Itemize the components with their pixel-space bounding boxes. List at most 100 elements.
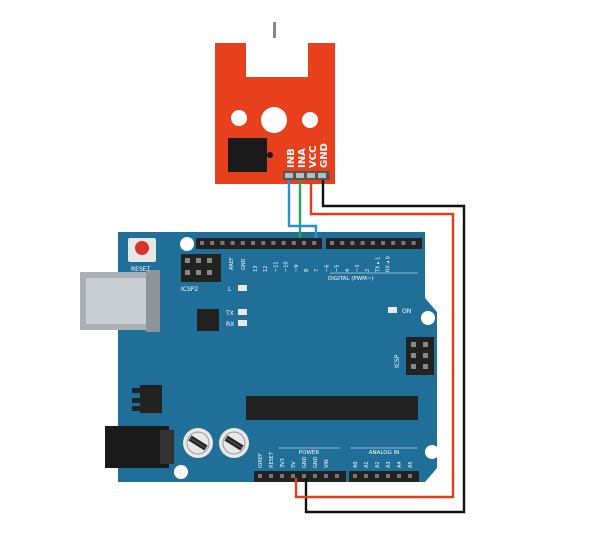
mount-hole-left [231, 110, 247, 126]
analog-pin-label: A5 [408, 461, 414, 468]
led-l [238, 285, 247, 291]
power-header-pin [269, 474, 273, 478]
icsp2-label: ICSP2 [181, 286, 198, 293]
mount-hole-right [302, 112, 318, 128]
wires [287, 180, 466, 514]
power-header-pin [335, 474, 339, 478]
digital-pin-label: ~3 [355, 265, 361, 272]
wire-gnd-black [304, 180, 466, 514]
reset-button-cap[interactable] [135, 241, 149, 255]
digital-pin-label: ~9 [294, 265, 300, 272]
analog-header-pin [397, 474, 401, 478]
analog-header-pin [408, 474, 412, 478]
analog-pin-label: A0 [353, 461, 359, 468]
power-pin-label: GND [302, 456, 308, 468]
digital-header-pin [210, 241, 215, 245]
module-pin-label-vcc: VCC [308, 146, 319, 168]
digital-header [196, 238, 422, 249]
digital-pin-label: ~5 [335, 265, 341, 272]
digital-header-pin [360, 241, 365, 245]
digital-header-pin [370, 241, 375, 245]
digital-header-pin [291, 241, 296, 245]
power-header-pin [291, 474, 295, 478]
led-on-label: ON [402, 308, 411, 315]
wire-inb-blue [287, 180, 318, 238]
dc-power-jack [105, 426, 169, 468]
digital-header-pin [251, 241, 255, 245]
gnd-top-label: GND [241, 258, 247, 270]
board-hole-right [421, 311, 435, 325]
digital-pin-label: RX ◂ 0 [386, 256, 392, 272]
analog-pin-label: A2 [375, 461, 381, 468]
digital-label: DIGITAL (PWM~) [328, 276, 374, 282]
power-header-pin [280, 474, 284, 478]
power-header [254, 471, 346, 482]
aref-label: AREF [229, 257, 235, 270]
digital-pin-label: 7 [314, 269, 320, 272]
digital-pin-label: 13 [253, 266, 259, 272]
board-hole-bottom-left [174, 465, 188, 479]
analog-label: ANALOG IN [369, 450, 400, 456]
digital-header-pin [391, 241, 396, 245]
digital-pin-label: TX ▸ 1 [375, 257, 381, 273]
analog-header [349, 471, 419, 482]
analog-pin-label: A3 [386, 461, 392, 468]
digital-header-pin [220, 241, 225, 245]
usb-interface-chip [197, 309, 219, 331]
icsp2-header [181, 254, 221, 282]
digital-pin-label: ~6 [324, 265, 330, 272]
digital-pin-label: 12 [263, 266, 269, 272]
analog-pin-label: A1 [364, 461, 370, 468]
digital-header-pin [381, 241, 385, 245]
icsp-header [406, 337, 434, 375]
power-header-pin [313, 474, 317, 478]
digital-header-pin [340, 241, 345, 245]
capacitor-right [219, 428, 249, 458]
digital-pin-label: ~11 [273, 261, 279, 272]
digital-header-pin [330, 241, 334, 245]
digital-header-pin [271, 241, 276, 245]
digital-header-pin [281, 241, 286, 245]
reset-label: RESET [131, 266, 151, 273]
power-pin-label: 3V3 [280, 458, 286, 468]
led-rx [238, 320, 247, 326]
capacitor-left [183, 428, 213, 458]
module-pin-label-gnd: GND [319, 143, 330, 168]
driver-chip [228, 138, 267, 172]
mount-hole-center [261, 107, 287, 133]
power-pin-label: RESET [269, 451, 275, 468]
board-hole-bottom-right [425, 445, 439, 459]
power-header-pin [324, 474, 328, 478]
digital-pin-label: 8 [304, 269, 310, 272]
motor-shaft [273, 22, 276, 38]
analog-header-pin [386, 474, 390, 478]
digital-pin-label: ~10 [284, 261, 290, 272]
digital-header-pin [401, 241, 406, 245]
voltage-regulator [140, 385, 162, 413]
analog-header-pin [353, 474, 357, 478]
analog-header-pin [375, 474, 379, 478]
module-pin-label-inb: INB [286, 148, 297, 168]
power-pin-label: VIN [324, 459, 330, 468]
digital-header-pin [350, 241, 355, 245]
power-header-pin [258, 474, 262, 478]
analog-pin-label: A4 [397, 461, 403, 468]
digital-header-pin [261, 241, 266, 245]
led-tx [238, 309, 247, 315]
power-pin-label: GND [313, 456, 319, 468]
motor-body [246, 37, 308, 77]
wire-vcc-red [294, 180, 455, 499]
power-label: POWER [299, 450, 320, 456]
led-on [388, 307, 397, 313]
digital-header-pin [312, 241, 317, 245]
led-l-label: L [228, 286, 232, 293]
digital-header-pin [240, 241, 245, 245]
digital-pin-label: 2 [365, 269, 371, 272]
atmega-microcontroller [246, 396, 418, 420]
digital-header-pin [302, 241, 306, 245]
power-header-pin [302, 474, 306, 478]
board-hole-top-left [180, 237, 194, 251]
led-tx-label: TX [225, 310, 234, 317]
digital-header-pin [411, 241, 416, 245]
